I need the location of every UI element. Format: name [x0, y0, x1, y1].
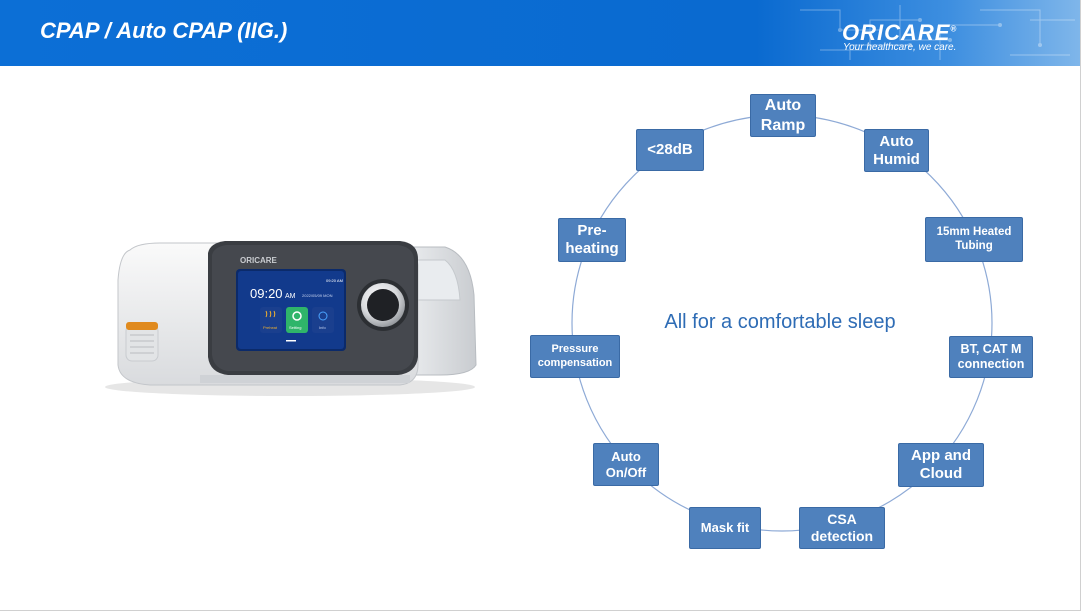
- registered-mark: ®: [950, 24, 958, 34]
- info-icon: [318, 311, 328, 321]
- cpap-device-image: ORICARE 09:20 AM 09:20 AM 2022/05/09 MON…: [105, 241, 477, 396]
- device-brand: ORICARE: [240, 256, 278, 265]
- device-ampm: AM: [285, 293, 296, 300]
- brand-tagline: Your healthcare, we care.: [843, 42, 957, 53]
- preheat-icon: [265, 310, 276, 318]
- logo-text: ORICARE: [842, 20, 951, 45]
- device-button-setting: Setting: [289, 325, 301, 330]
- feature-pre-heating: Pre-heating: [558, 218, 626, 262]
- header-bar: CPAP / Auto CPAP (IIG.) ORICARE® Your he…: [0, 0, 1080, 66]
- device-clock: 09:20: [250, 286, 283, 301]
- device-button-preheat: Preheat: [263, 325, 278, 330]
- device-date: 2022/05/09 MON: [302, 293, 333, 298]
- brand-logo: ORICARE®: [842, 20, 957, 46]
- device-status-time: 09:20 AM: [326, 278, 343, 283]
- device-button-info: Info: [319, 325, 326, 330]
- center-caption: All for a comfortable sleep: [664, 311, 896, 333]
- feature-mask-fit: Mask fit: [689, 507, 761, 549]
- circuit-pattern-icon: [800, 5, 1075, 60]
- feature-noise-level: <28dB: [636, 129, 704, 171]
- page-title: CPAP / Auto CPAP (IIG.): [40, 18, 288, 43]
- gear-icon: [292, 311, 302, 321]
